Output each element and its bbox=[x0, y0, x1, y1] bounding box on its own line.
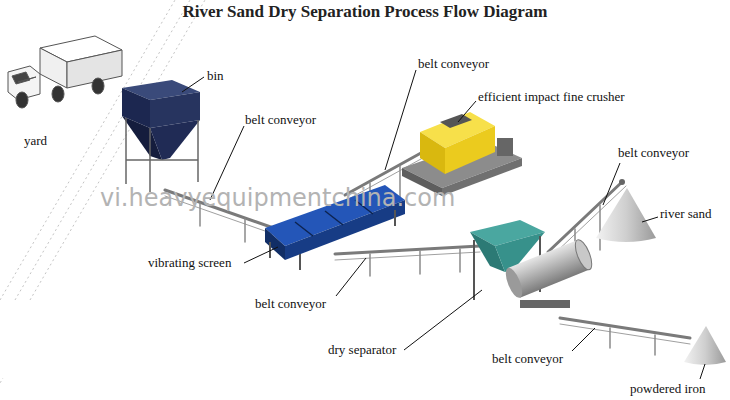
part-label: belt conveyor bbox=[418, 56, 489, 71]
part-label: vibrating screen bbox=[148, 255, 231, 270]
bin-hopper bbox=[122, 80, 200, 192]
product-label: river sand bbox=[660, 206, 712, 221]
part-label: efficient impact fine crusher bbox=[478, 89, 625, 104]
part-label: belt conveyor bbox=[255, 296, 326, 311]
impact-crusher bbox=[402, 112, 522, 196]
product-label: powdered iron bbox=[630, 381, 705, 396]
watermark: vi.heavyequipmentchina.com bbox=[100, 184, 455, 212]
diagram-title: River Sand Dry Separation Process Flow D… bbox=[0, 2, 730, 22]
part-label: dry separator bbox=[328, 342, 396, 357]
part-label: belt conveyor bbox=[245, 112, 316, 127]
dry-separator bbox=[470, 220, 595, 308]
leader-lines bbox=[182, 70, 705, 379]
part-label: belt conveyor bbox=[492, 351, 563, 366]
part-label: belt conveyor bbox=[618, 145, 689, 160]
part-label: bin bbox=[207, 68, 224, 83]
material-piles bbox=[596, 188, 726, 365]
truck bbox=[8, 36, 122, 108]
area-label: yard bbox=[24, 133, 47, 148]
